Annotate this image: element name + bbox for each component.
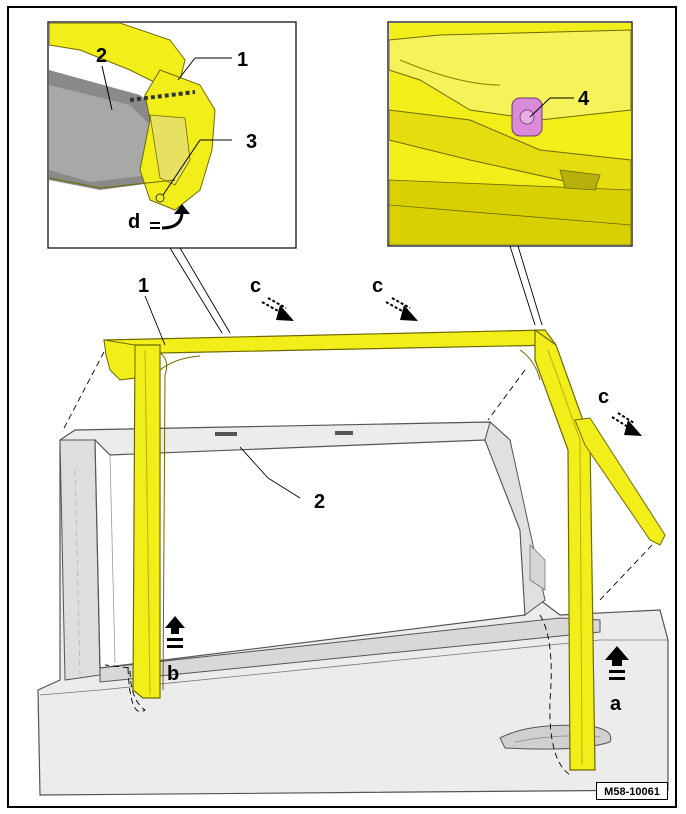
detail-box-seal-profile	[47, 21, 297, 249]
arrow-c-2	[385, 297, 418, 321]
window-seal-frame	[103, 328, 666, 771]
arrow-c-3	[611, 412, 642, 436]
detail-connector-lines	[144, 245, 543, 499]
label-a: a	[610, 693, 622, 715]
image-code: M58-10061	[596, 782, 668, 800]
label-4: 4	[578, 88, 590, 110]
label-c-1: c	[250, 275, 261, 297]
label-3: 3	[246, 131, 257, 153]
arrow-c-1	[261, 297, 294, 321]
label-b: b	[167, 663, 179, 685]
label-2-main: 2	[314, 491, 325, 513]
label-c-3: c	[598, 386, 609, 408]
dashed-leader-lines	[61, 351, 653, 776]
label-d: d	[128, 211, 140, 233]
label-1-detail: 1	[237, 49, 248, 71]
arrow-b	[165, 616, 185, 648]
label-c-2: c	[372, 275, 383, 297]
door-panel	[37, 421, 669, 796]
detail-box-clip	[387, 21, 633, 247]
label-2-detail: 2	[96, 45, 107, 67]
arrow-a	[605, 646, 629, 680]
label-1-main: 1	[138, 275, 149, 297]
